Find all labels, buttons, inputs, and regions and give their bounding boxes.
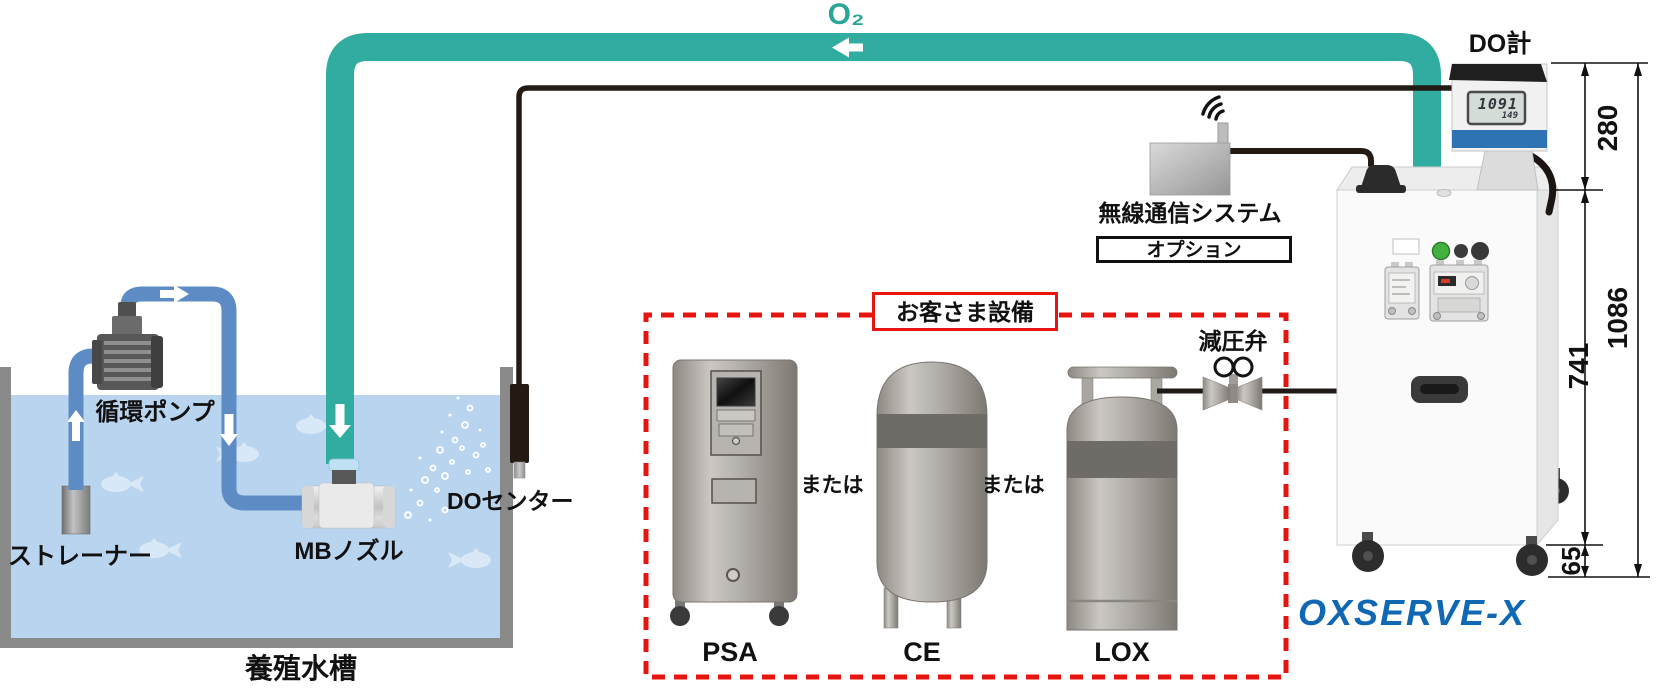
dimension-741: 741 — [1563, 342, 1594, 390]
bubbles — [404, 404, 491, 519]
wireless-unit — [1149, 95, 1374, 196]
sensor-label: DOセンター — [447, 488, 574, 514]
valve-label: 減圧弁 — [1198, 328, 1268, 354]
lox-cylinder — [1066, 366, 1207, 631]
dimension-65: 65 — [1556, 546, 1586, 576]
oxserve-machine — [1336, 165, 1569, 576]
pump-label: 循環ポンプ — [95, 399, 215, 426]
o2-flow-arrow-icons — [329, 37, 863, 438]
flow-gauge-left — [1384, 262, 1420, 320]
lcd-display — [1466, 90, 1527, 126]
dimension-lines — [1546, 62, 1650, 578]
do-sensor-probe — [510, 384, 529, 479]
dark-button — [1454, 244, 1468, 258]
do-sensor-cable — [516, 85, 1452, 392]
option-badge: オプション — [1096, 236, 1292, 263]
customer-equipment-box — [643, 312, 1289, 680]
pressure-reducing-valve — [1202, 356, 1345, 411]
ce-tank — [876, 361, 988, 629]
dimension-arrows — [1581, 63, 1642, 577]
wifi-signal-icon — [1201, 95, 1225, 121]
wireless-system-label: 無線通信システム — [1098, 200, 1282, 226]
green-button — [1431, 241, 1451, 261]
product-logo: OXSERVE-X — [1298, 592, 1527, 633]
do-meter-lcd-main: 1091 — [1477, 95, 1518, 113]
controller-gauge-right — [1429, 260, 1489, 322]
strainer-label: ストレーナー — [8, 543, 152, 570]
or-label-2: または — [981, 474, 1045, 497]
nozzle-label: MBノズル — [294, 538, 404, 565]
mb-nozzle — [301, 458, 396, 529]
ce-label: CE — [903, 637, 941, 667]
or-label-1: または — [800, 474, 864, 497]
dimension-1086: 1086 — [1602, 286, 1633, 350]
tank-label: 養殖水槽 — [244, 653, 357, 684]
do-meter-lcd-sub: 149 — [1501, 111, 1518, 121]
flow-arrow-icons — [67, 285, 238, 446]
cable-grommet — [1360, 165, 1402, 190]
circulation-pump — [92, 302, 163, 390]
bubbles-small — [409, 388, 482, 522]
valve-gauge-icon — [1232, 356, 1254, 378]
valve-gauge-icon — [1213, 356, 1235, 378]
psa-label: PSA — [702, 637, 758, 667]
strainer — [61, 485, 91, 535]
dark-knob — [1471, 242, 1489, 260]
customer-equipment-label: お客さま設備 — [872, 292, 1058, 331]
lox-label: LOX — [1094, 637, 1150, 667]
o2-pipe — [326, 33, 1441, 464]
o2-label: O₂ — [827, 0, 865, 31]
aquaculture-tank — [0, 367, 513, 648]
psa-unit — [670, 359, 798, 626]
name-plate — [1392, 238, 1420, 255]
do-meter-label: DO計 — [1468, 30, 1532, 58]
do-meter — [1449, 63, 1557, 216]
dimension-280: 280 — [1592, 104, 1623, 152]
